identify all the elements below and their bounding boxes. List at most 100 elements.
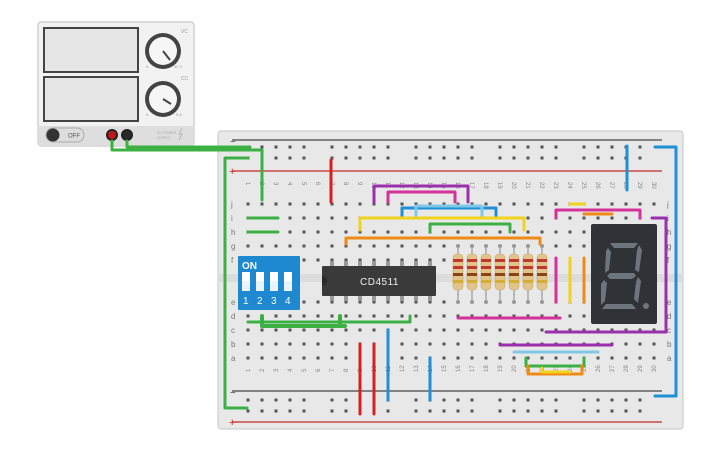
grid-hole[interactable] — [274, 356, 278, 360]
grid-hole[interactable] — [344, 356, 348, 360]
rail-hole[interactable] — [442, 398, 446, 402]
grid-hole[interactable] — [400, 342, 404, 346]
grid-hole[interactable] — [470, 342, 474, 346]
grid-hole[interactable] — [246, 244, 250, 248]
grid-hole[interactable] — [302, 258, 306, 262]
grid-hole[interactable] — [316, 314, 320, 318]
rail-hole[interactable] — [414, 156, 418, 160]
grid-hole[interactable] — [512, 356, 516, 360]
grid-hole[interactable] — [498, 230, 502, 234]
grid-hole[interactable] — [288, 244, 292, 248]
grid-hole[interactable] — [526, 202, 530, 206]
power-supply[interactable]: VC CC 0 30 V 0 5 A OFF DC POWER SUPPLY — [37, 21, 195, 147]
grid-hole[interactable] — [624, 342, 628, 346]
grid-hole[interactable] — [652, 328, 656, 332]
grid-hole[interactable] — [400, 328, 404, 332]
grid-hole[interactable] — [428, 244, 432, 248]
resistor[interactable] — [508, 244, 520, 304]
grid-hole[interactable] — [582, 314, 586, 318]
rail-hole[interactable] — [540, 398, 544, 402]
grid-hole[interactable] — [582, 328, 586, 332]
rail-hole[interactable] — [330, 398, 334, 402]
grid-hole[interactable] — [442, 300, 446, 304]
grid-hole[interactable] — [526, 314, 530, 318]
grid-hole[interactable] — [624, 202, 628, 206]
rail-hole[interactable] — [302, 409, 306, 413]
grid-hole[interactable] — [372, 300, 376, 304]
grid-hole[interactable] — [414, 244, 418, 248]
grid-hole[interactable] — [358, 258, 362, 262]
grid-hole[interactable] — [358, 328, 362, 332]
grid-hole[interactable] — [610, 202, 614, 206]
grid-hole[interactable] — [344, 328, 348, 332]
rail-hole[interactable] — [470, 145, 474, 149]
grid-hole[interactable] — [316, 328, 320, 332]
dip-toggle-3[interactable] — [270, 272, 278, 291]
grid-hole[interactable] — [526, 216, 530, 220]
resistor[interactable] — [452, 244, 464, 304]
rail-hole[interactable] — [288, 409, 292, 413]
wire-psu-positive[interactable] — [110, 139, 264, 192]
grid-hole[interactable] — [400, 230, 404, 234]
grid-hole[interactable] — [526, 356, 530, 360]
grid-hole[interactable] — [274, 328, 278, 332]
rail-hole[interactable] — [554, 156, 558, 160]
grid-hole[interactable] — [260, 328, 264, 332]
grid-hole[interactable] — [400, 258, 404, 262]
grid-hole[interactable] — [386, 314, 390, 318]
grid-hole[interactable] — [288, 202, 292, 206]
grid-hole[interactable] — [330, 244, 334, 248]
grid-hole[interactable] — [554, 244, 558, 248]
grid-hole[interactable] — [568, 356, 572, 360]
grid-hole[interactable] — [414, 314, 418, 318]
rail-hole[interactable] — [260, 398, 264, 402]
grid-hole[interactable] — [274, 244, 278, 248]
rail-hole[interactable] — [456, 156, 460, 160]
rail-hole[interactable] — [330, 156, 334, 160]
rail-hole[interactable] — [288, 398, 292, 402]
rail-hole[interactable] — [442, 409, 446, 413]
rail-hole[interactable] — [596, 156, 600, 160]
grid-hole[interactable] — [610, 328, 614, 332]
rail-hole[interactable] — [582, 409, 586, 413]
grid-hole[interactable] — [456, 356, 460, 360]
grid-hole[interactable] — [330, 328, 334, 332]
wire-green-3[interactable] — [524, 356, 586, 368]
grid-hole[interactable] — [484, 314, 488, 318]
rail-hole[interactable] — [442, 156, 446, 160]
rail-hole[interactable] — [582, 145, 586, 149]
rail-hole[interactable] — [442, 145, 446, 149]
grid-hole[interactable] — [246, 342, 250, 346]
wire-orange-1[interactable] — [344, 236, 542, 246]
wire-psu-negative[interactable] — [125, 139, 252, 149]
grid-hole[interactable] — [344, 216, 348, 220]
grid-hole[interactable] — [512, 230, 516, 234]
rail-hole[interactable] — [414, 409, 418, 413]
grid-hole[interactable] — [526, 328, 530, 332]
resistor[interactable] — [480, 244, 492, 304]
wire-yellow-3[interactable] — [540, 366, 572, 374]
grid-hole[interactable] — [316, 300, 320, 304]
grid-hole[interactable] — [288, 328, 292, 332]
grid-hole[interactable] — [246, 314, 250, 318]
grid-hole[interactable] — [372, 314, 376, 318]
grid-hole[interactable] — [652, 202, 656, 206]
positive-terminal[interactable] — [106, 129, 118, 141]
grid-hole[interactable] — [386, 230, 390, 234]
wire-blue-2[interactable] — [400, 206, 498, 218]
grid-hole[interactable] — [330, 314, 334, 318]
wire-pink-2[interactable] — [554, 208, 642, 220]
rail-hole[interactable] — [526, 156, 530, 160]
rail-hole[interactable] — [386, 156, 390, 160]
grid-hole[interactable] — [288, 356, 292, 360]
grid-hole[interactable] — [330, 230, 334, 234]
rail-hole[interactable] — [582, 156, 586, 160]
rail-hole[interactable] — [428, 156, 432, 160]
grid-hole[interactable] — [456, 202, 460, 206]
grid-hole[interactable] — [554, 202, 558, 206]
grid-hole[interactable] — [652, 356, 656, 360]
grid-hole[interactable] — [568, 230, 572, 234]
grid-hole[interactable] — [260, 356, 264, 360]
grid-hole[interactable] — [372, 202, 376, 206]
wire-dip-to-ic-a[interactable] — [246, 314, 412, 324]
